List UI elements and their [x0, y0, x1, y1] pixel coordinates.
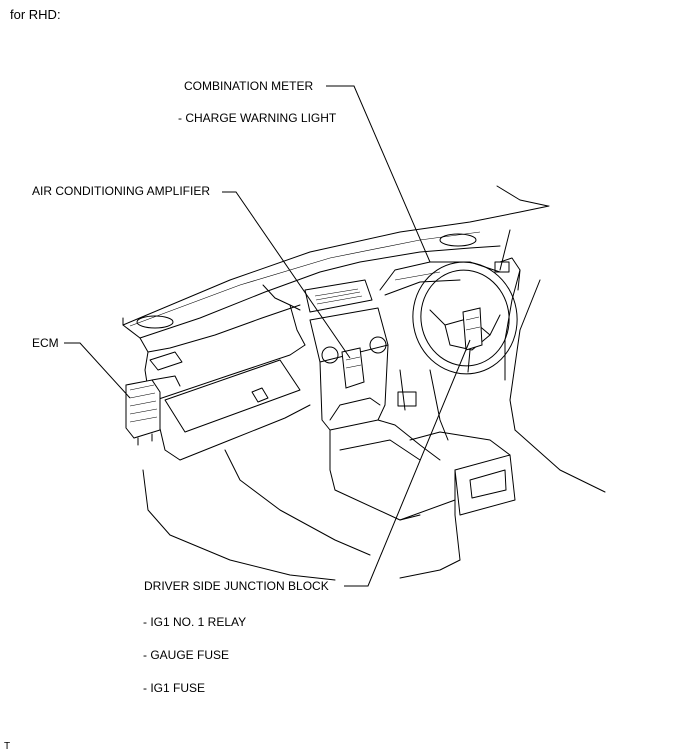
ac-amplifier-component: [341, 347, 365, 389]
label-air-conditioning-amplifier: AIR CONDITIONING AMPLIFIER: [32, 184, 211, 198]
label-driver-side-junction-block: DRIVER SIDE JUNCTION BLOCK: [144, 579, 329, 593]
dashboard-outline: [122, 233, 501, 461]
label-ig1-no1-relay: - IG1 NO. 1 RELAY: [143, 615, 247, 629]
leader-lines: [64, 85, 471, 587]
figure-code: T: [4, 741, 11, 752]
page-title: for RHD:: [10, 7, 61, 22]
label-combination-meter: COMBINATION METER: [184, 79, 314, 93]
label-ig1-fuse: - IG1 FUSE: [143, 681, 206, 695]
floor-outline: [142, 449, 461, 581]
center-stack: [304, 279, 516, 561]
ecm-component: [125, 375, 181, 446]
label-gauge-fuse: - GAUGE FUSE: [143, 648, 230, 662]
windshield-outline: [122, 185, 550, 327]
junction-block-component: [462, 307, 483, 351]
driver-door-outline: [397, 269, 606, 493]
label-charge-warning-light: - CHARGE WARNING LIGHT: [178, 111, 337, 125]
label-ecm: ECM: [32, 336, 59, 350]
